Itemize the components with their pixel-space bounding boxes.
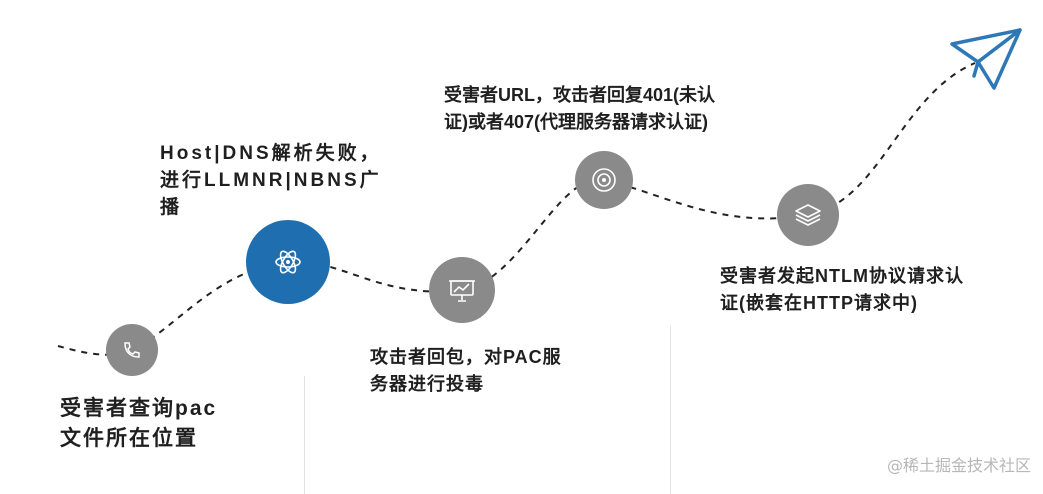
paper-plane-icon: [950, 28, 1022, 90]
step-label-3: 攻击者回包，对PAC服 务器进行投毒: [370, 347, 562, 394]
divider-1: [304, 376, 305, 494]
atom-icon: [275, 250, 301, 274]
step-label-4: 受害者URL，攻击者回复401(未认 证)或者407(代理服务器请求认证): [444, 85, 716, 132]
step-node-1: [106, 324, 158, 376]
watermark: @稀土掘金技术社区: [886, 456, 1031, 475]
step-node-4: [575, 151, 633, 209]
target-icon: [592, 168, 616, 192]
step-label-5: 受害者发起NTLM协议请求认 证(嵌套在HTTP请求中): [720, 266, 964, 313]
step-label-2: Host|DNS解析失败， 进行LLMNR|NBNS广 播: [160, 143, 382, 218]
step-label-1: 受害者查询pac 文件所在位置: [60, 397, 218, 450]
step-node-5: [777, 184, 839, 246]
phone-icon: [124, 342, 140, 358]
divider-2: [670, 326, 671, 494]
step-node-2: [246, 220, 330, 304]
presentation-icon: [449, 280, 475, 302]
layers-icon: [795, 204, 821, 226]
step-node-3: [429, 257, 495, 323]
